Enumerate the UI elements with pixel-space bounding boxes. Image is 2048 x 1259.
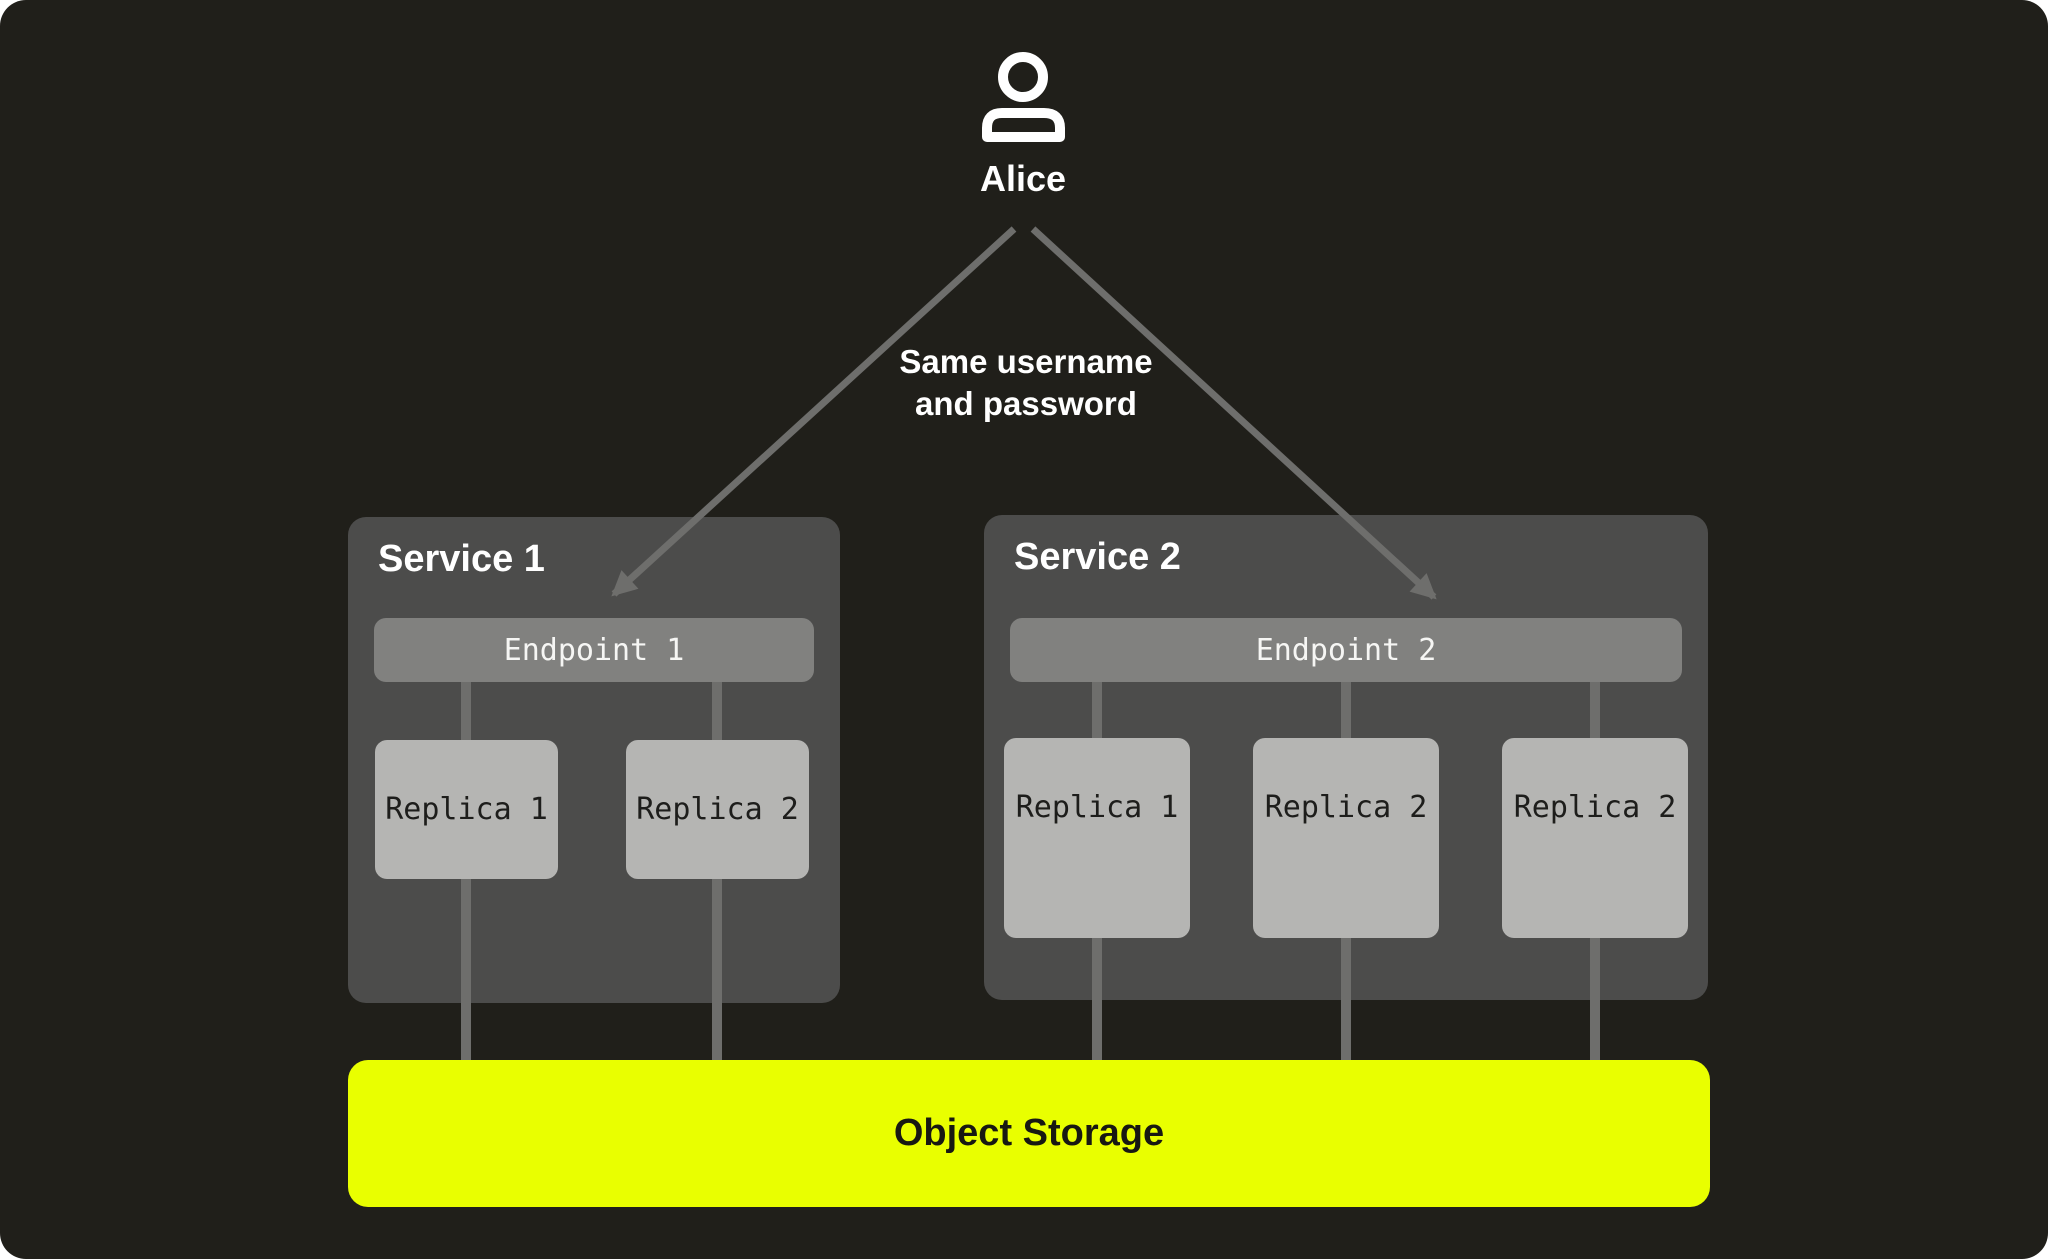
service-2-replica-2: Replica 2 xyxy=(1253,738,1439,938)
service-1-replica-1: Replica 1 xyxy=(375,740,558,879)
user-label: Alice xyxy=(979,158,1067,199)
endpoint-2-bar: Endpoint 2 xyxy=(1010,618,1682,682)
endpoint-1-bar: Endpoint 1 xyxy=(374,618,814,682)
arrow-to-endpoint-1 xyxy=(611,226,1017,597)
object-storage-bar: Object Storage xyxy=(348,1060,1710,1207)
service-2-replica-3: Replica 2 xyxy=(1502,738,1688,938)
auth-annotation: Same username and password xyxy=(826,341,1226,425)
auth-annotation-line1: Same username xyxy=(899,343,1153,380)
credential-arrows xyxy=(611,226,1437,600)
service-2-title: Service 2 xyxy=(1014,536,1181,578)
service-1-title: Service 1 xyxy=(378,538,545,580)
service-2-replica-1: Replica 1 xyxy=(1004,738,1190,938)
service-1-replica-2: Replica 2 xyxy=(626,740,809,879)
auth-annotation-line2: and password xyxy=(915,385,1137,423)
arrow-to-endpoint-2 xyxy=(1030,226,1437,600)
object-storage-label: Object Storage xyxy=(893,1112,1165,1154)
person-icon xyxy=(982,52,1065,142)
